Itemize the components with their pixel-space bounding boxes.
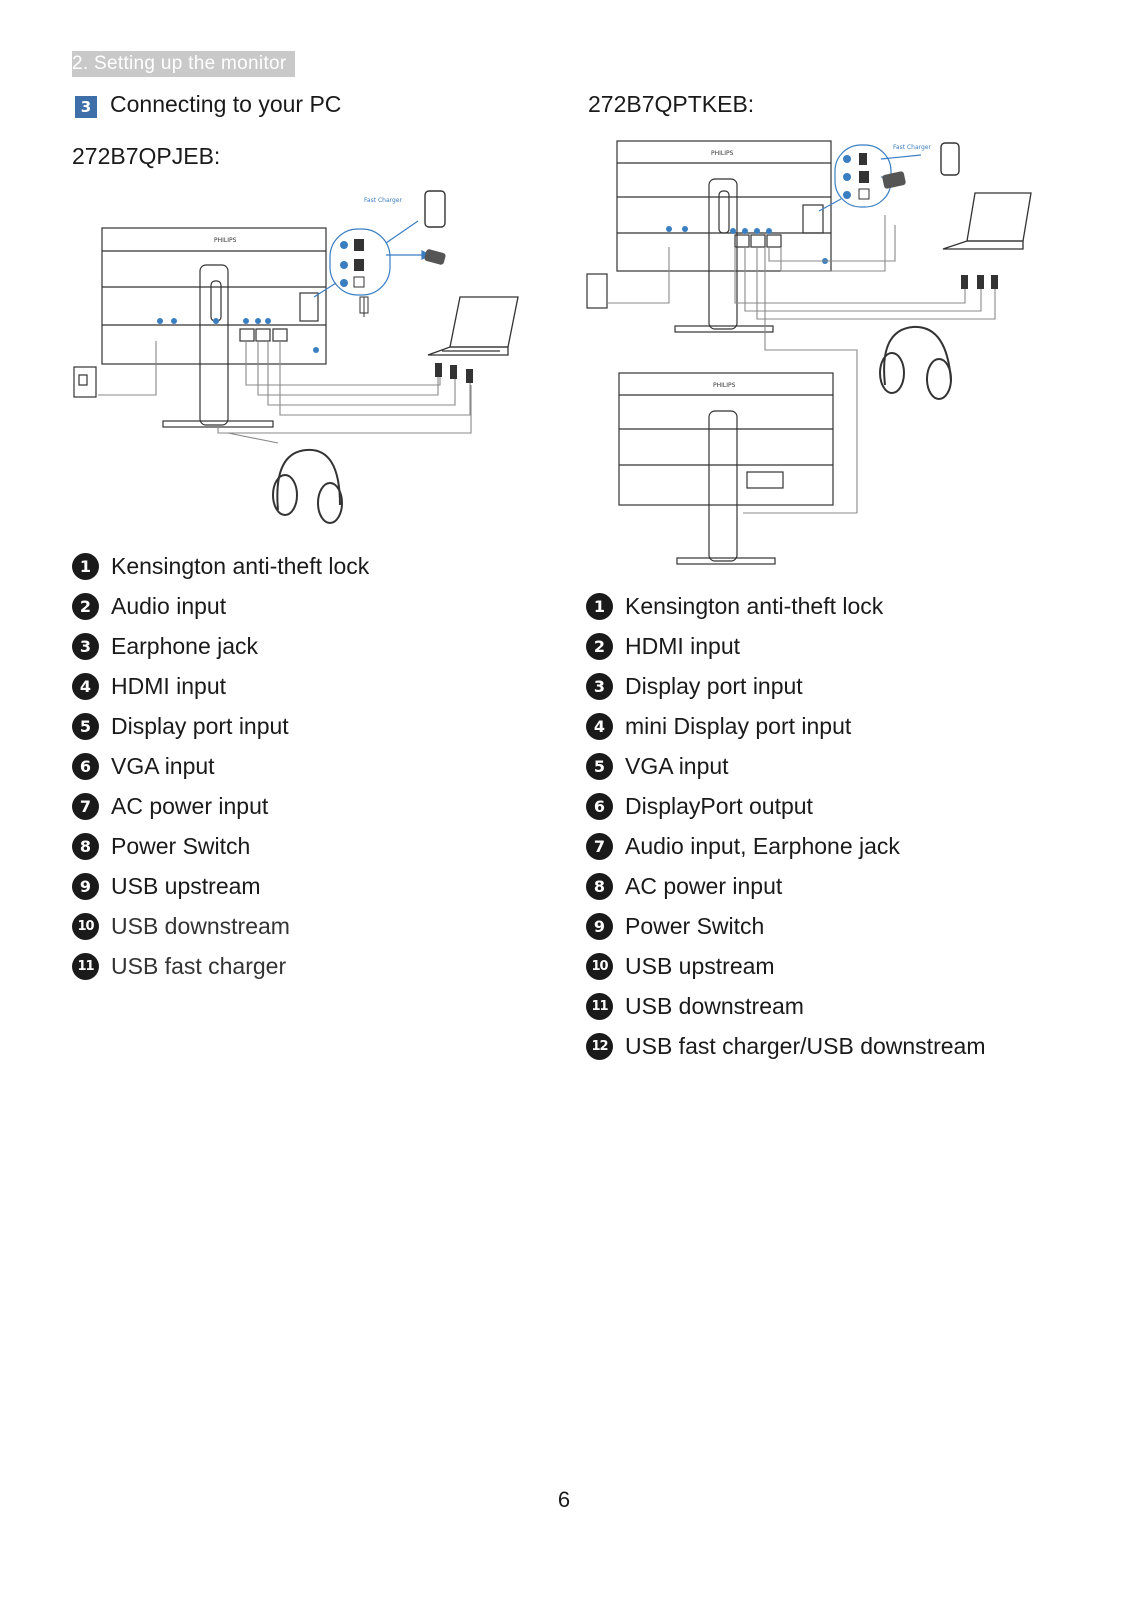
item-number-badge: 3 (72, 632, 99, 660)
second-monitor-icon (618, 372, 834, 565)
right-fast-charger-label: Fast Charger (893, 144, 931, 151)
list-item: 8 AC power input (586, 866, 985, 906)
list-item: 7 AC power input (72, 786, 369, 826)
left-fast-charger-label: Fast Charger (364, 197, 402, 204)
item-label: Audio input (111, 592, 227, 619)
item-label: USB upstream (111, 872, 261, 899)
item-number-badge: 5 (72, 712, 99, 740)
item-label: Earphone jack (111, 632, 259, 659)
list-item: 11 USB downstream (586, 986, 985, 1026)
list-item: 10 USB downstream (72, 906, 369, 946)
wall-socket-icon (73, 366, 97, 398)
item-number-badge: 6 (72, 752, 99, 780)
list-item: 1 Kensington anti-theft lock (586, 586, 985, 626)
list-item: 10 USB upstream (586, 946, 985, 986)
laptop-icon (427, 296, 519, 356)
left-model-label: 272B7QPJEB: (72, 143, 221, 169)
item-label: mini Display port input (625, 712, 852, 739)
wall-socket-icon (586, 273, 608, 309)
item-number-badge: 8 (72, 832, 99, 860)
subsection-number: 3 (75, 96, 97, 118)
list-item: 4 HDMI input (72, 666, 369, 706)
laptop-icon (942, 192, 1032, 250)
left-legend: 1 Kensington anti-theft lock 2 Audio input… (72, 546, 369, 986)
list-item: 6 VGA input (72, 746, 369, 786)
item-label: AC power input (111, 792, 269, 819)
item-number-badge: 11 (586, 992, 613, 1020)
item-number-badge: 10 (72, 912, 99, 940)
headphones-icon (272, 448, 343, 524)
list-item: 3 Display port input (586, 666, 985, 706)
item-label: USB downstream (625, 992, 804, 1019)
item-number-badge: 2 (586, 632, 613, 660)
item-label: DisplayPort output (625, 792, 813, 819)
item-number-badge: 7 (72, 792, 99, 820)
phone-icon (424, 190, 446, 228)
item-label: USB downstream (111, 912, 290, 939)
item-label: Power Switch (625, 912, 765, 939)
right-brand-top: PHILIPS (711, 150, 734, 157)
stand-icon (199, 264, 229, 426)
item-label: USB upstream (625, 952, 775, 979)
usb-stick-icon (424, 249, 446, 265)
list-item: 2 Audio input (72, 586, 369, 626)
item-number-badge: 10 (586, 952, 613, 980)
item-number-badge: 4 (72, 672, 99, 700)
item-label: USB fast charger/USB downstream (625, 1032, 986, 1059)
item-number-badge: 12 (586, 1032, 613, 1060)
subsection-title: Connecting to your PC (110, 91, 342, 117)
usb-stick-icon (882, 171, 906, 189)
list-item: 1 Kensington anti-theft lock (72, 546, 369, 586)
right-connection-diagram: PHILIPS Fast Charger (586, 140, 1032, 565)
item-number-badge: 11 (72, 952, 99, 980)
list-item: 9 Power Switch (586, 906, 985, 946)
page-number: 6 (557, 1487, 571, 1512)
item-number-badge: 1 (72, 552, 99, 580)
list-item: 3 Earphone jack (72, 626, 369, 666)
item-label: Kensington anti-theft lock (111, 552, 370, 579)
list-item: 5 Display port input (72, 706, 369, 746)
item-label: VGA input (111, 752, 215, 779)
item-label: Kensington anti-theft lock (625, 592, 884, 619)
monitor-back-icon (101, 227, 327, 365)
item-label: VGA input (625, 752, 729, 779)
item-number-badge: 6 (586, 792, 613, 820)
list-item: 6 DisplayPort output (586, 786, 985, 826)
right-brand-bottom: PHILIPS (713, 382, 736, 389)
list-item: 9 USB upstream (72, 866, 369, 906)
section-tag: 2. Setting up the monitor (72, 51, 295, 77)
headphones-icon (879, 325, 952, 400)
right-model-label: 272B7QPTKEB: (588, 91, 755, 117)
item-label: Power Switch (111, 832, 251, 859)
item-label: USB fast charger (111, 952, 287, 979)
list-item: 8 Power Switch (72, 826, 369, 866)
item-number-badge: 1 (586, 592, 613, 620)
list-item: 12 USB fast charger/USB downstream (586, 1026, 985, 1066)
item-number-badge: 4 (586, 712, 613, 740)
list-item: 2 HDMI input (586, 626, 985, 666)
item-number-badge: 8 (586, 872, 613, 900)
left-brand: PHILIPS (214, 237, 237, 244)
item-label: Display port input (625, 672, 803, 699)
list-item: 5 VGA input (586, 746, 985, 786)
item-label: Audio input, Earphone jack (625, 832, 900, 859)
item-number-badge: 5 (586, 752, 613, 780)
item-number-badge: 2 (72, 592, 99, 620)
list-item: 4 mini Display port input (586, 706, 985, 746)
list-item: 7 Audio input, Earphone jack (586, 826, 985, 866)
item-number-badge: 3 (586, 672, 613, 700)
item-label: AC power input (625, 872, 783, 899)
item-label: HDMI input (111, 672, 227, 699)
left-connection-diagram: PHILIPS Fast Charger (73, 190, 519, 524)
list-item: 11 USB fast charger (72, 946, 369, 986)
item-label: Display port input (111, 712, 289, 739)
item-label: HDMI input (625, 632, 741, 659)
phone-icon (940, 142, 960, 176)
item-number-badge: 7 (586, 832, 613, 860)
monitor-back-icon (616, 140, 832, 272)
item-number-badge: 9 (72, 872, 99, 900)
item-number-badge: 9 (586, 912, 613, 940)
